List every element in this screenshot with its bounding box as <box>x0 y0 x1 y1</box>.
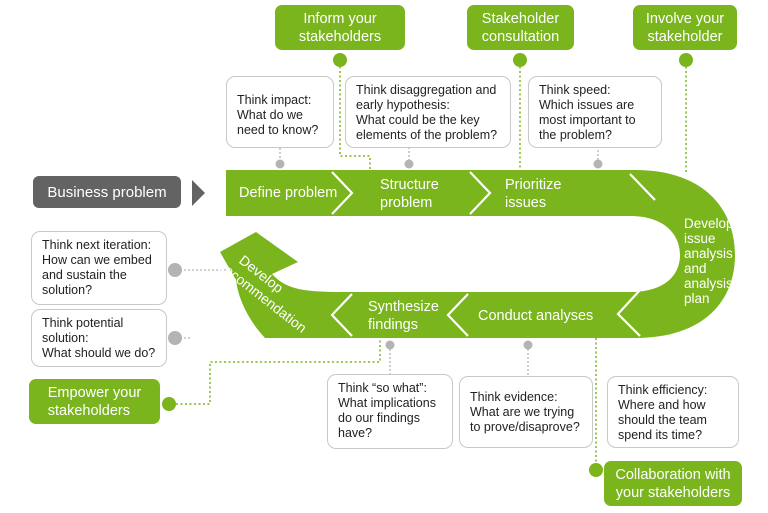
sep-3 <box>629 173 656 201</box>
step-conduct-analyses: Conduct analyses <box>478 308 594 324</box>
start-arrow <box>192 180 205 206</box>
step-define-problem: Define problem <box>239 185 338 201</box>
sep-5 <box>446 293 469 337</box>
business-problem-box: Business problem <box>33 176 181 208</box>
sep-4 <box>616 289 641 337</box>
sep-1 <box>331 171 354 215</box>
business-problem-label: Business problem <box>47 183 167 201</box>
sep-2 <box>469 171 492 215</box>
sep-6 <box>330 293 353 337</box>
